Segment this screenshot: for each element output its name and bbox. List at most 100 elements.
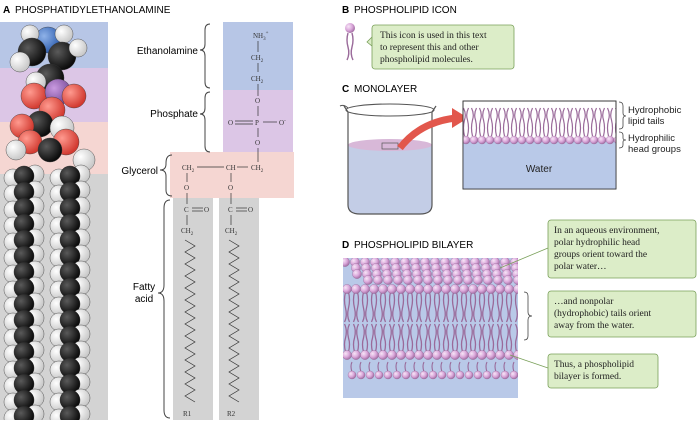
bilayer-head xyxy=(504,284,514,294)
bilayer-callout-3 xyxy=(547,353,659,389)
label-ethanolamine: Ethanolamine xyxy=(137,46,199,57)
structural-formula: NH3+ CH2 CH2 O O P O- O CH2 CH CH2 O xyxy=(181,31,286,418)
bilayer-head xyxy=(464,370,474,380)
bilayer-tail xyxy=(460,323,464,353)
bilayer-tail xyxy=(451,323,455,353)
tails-label-line2: lipid tails xyxy=(628,116,665,127)
lipid-head xyxy=(565,135,575,145)
bilayer-head xyxy=(403,275,413,285)
fatty-chain-2 xyxy=(228,239,240,403)
bilayer-tail xyxy=(496,323,500,353)
tails-label-line1: Hydrophobic xyxy=(628,105,682,116)
bilayer-tail xyxy=(433,291,437,323)
lipid-tail xyxy=(570,107,574,137)
bilayer-head xyxy=(360,350,370,360)
bilayer-tail xyxy=(374,291,378,323)
bilayer-tail xyxy=(491,323,495,353)
lipid-tail xyxy=(478,107,482,137)
zoom-arrow xyxy=(397,114,457,151)
bilayer-tail xyxy=(478,291,482,323)
beaker xyxy=(339,103,437,215)
bilayer-head xyxy=(495,284,505,294)
monolayer-lipids xyxy=(463,107,616,145)
bilayer-head xyxy=(356,370,366,380)
lipid-tail xyxy=(498,107,502,137)
formula-glycerol-mid: CH xyxy=(226,164,236,172)
structure-ethanolamine-band xyxy=(223,22,293,90)
formula-nh3: NH3+ xyxy=(253,31,269,42)
bilayer-tail xyxy=(383,323,387,353)
bilayer-tail xyxy=(514,291,518,323)
bilayer-head xyxy=(500,370,510,380)
bilayer-tail xyxy=(379,291,383,323)
bilayer-tail xyxy=(406,291,410,323)
lipid-tail xyxy=(582,107,586,137)
bilayer-tail xyxy=(505,291,509,323)
bilayer-head xyxy=(455,370,465,380)
lipid-tail xyxy=(463,107,466,137)
bilayer-tail xyxy=(356,291,360,323)
atom xyxy=(59,405,81,420)
bilayer-head xyxy=(483,275,493,285)
lipid-tail xyxy=(578,107,582,137)
lipid-tail xyxy=(554,107,558,137)
panel-d-title: PHOSPHOLIPID BILAYER xyxy=(354,240,473,251)
bilayer-tail xyxy=(352,291,356,323)
bilayer-tail xyxy=(460,291,464,323)
lipid-head xyxy=(589,135,599,145)
bilayer-tail xyxy=(505,323,509,353)
bilayer-head xyxy=(378,350,388,360)
bilayer-head xyxy=(473,370,483,380)
bilayer-tail xyxy=(519,292,521,322)
atom xyxy=(68,38,88,58)
bilayer-head xyxy=(351,350,361,360)
formula-carbonyl1-o: O xyxy=(204,206,209,214)
panel-a-letter: A xyxy=(3,5,10,16)
bilayer-tail xyxy=(491,291,495,323)
bilayer-callout-1-line2: polar hydrophilic head xyxy=(554,238,640,248)
structure-fatty-band-1 xyxy=(173,198,213,420)
formula-p: P xyxy=(255,119,259,127)
lipid-tail xyxy=(474,107,478,137)
bilayer-head xyxy=(473,275,483,285)
bilayer-head xyxy=(428,370,438,380)
formula-r1: R1 xyxy=(183,410,192,418)
bilayer-head xyxy=(369,284,379,294)
bilayer-head xyxy=(343,258,350,267)
formula-glycerol-right: CH2 xyxy=(251,164,264,174)
bilayer-tail xyxy=(388,323,392,353)
bilayer-head xyxy=(513,275,518,285)
bilayer-head xyxy=(482,370,492,380)
lipid-tail xyxy=(466,107,470,137)
panel-c: C MONOLAYER Water Hydrophobic lipid tail… xyxy=(339,84,682,215)
bilayer-head xyxy=(347,370,357,380)
lipid-tail xyxy=(550,107,554,137)
lipid-tail xyxy=(594,107,598,137)
formula-glycerol-left: CH2 xyxy=(182,164,195,174)
formula-chain-ch2-2: CH2 xyxy=(225,227,238,237)
bilayer-tail xyxy=(352,323,356,353)
icon-callout-line3: phospholipid molecules. xyxy=(380,55,473,65)
bilayer-head xyxy=(468,284,478,294)
lipid-tail xyxy=(514,107,518,137)
bilayer-tail xyxy=(455,291,459,323)
bilayer-tail xyxy=(478,323,482,353)
lipid-head xyxy=(573,135,583,145)
bilayer-head xyxy=(414,284,424,294)
bilayer-tail xyxy=(401,291,405,323)
lipid-tail xyxy=(542,107,546,137)
bilayer-tail xyxy=(347,291,351,323)
heads-label-line2: head groups xyxy=(628,144,681,155)
monolayer-water xyxy=(463,140,616,189)
bilayer-tail xyxy=(464,323,468,353)
bilayer-head xyxy=(459,350,469,360)
bilayer-head xyxy=(378,284,388,294)
lipid-tail xyxy=(526,107,530,137)
atom xyxy=(61,83,87,109)
bilayer-head xyxy=(432,284,442,294)
atom xyxy=(5,139,27,161)
bilayer-tail xyxy=(410,323,414,353)
bilayer-callout-1 xyxy=(547,219,697,279)
phospholipid-icon xyxy=(345,23,355,61)
bilayer-tail xyxy=(442,323,446,353)
